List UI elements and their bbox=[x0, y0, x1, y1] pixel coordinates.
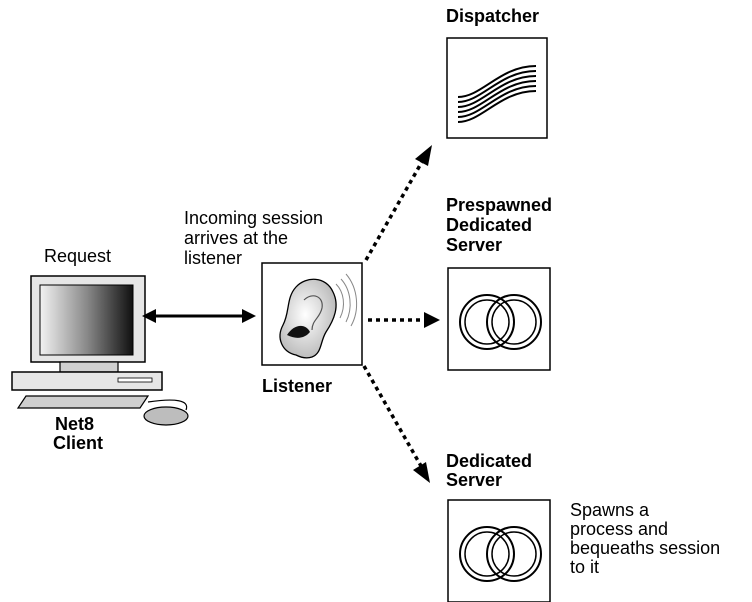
wave-lines-icon bbox=[457, 65, 537, 123]
dedicated-server-box bbox=[447, 499, 551, 602]
dedicated-label-line2: Server bbox=[446, 470, 503, 490]
arrow-to-dedicated bbox=[362, 365, 430, 483]
prespawned-label-line3: Server bbox=[446, 235, 503, 255]
incoming-note-line3: listener bbox=[184, 248, 243, 268]
prespawned-label-line2: Dedicated bbox=[446, 215, 533, 235]
dedicated-label-line1: Dedicated bbox=[446, 451, 533, 471]
prespawned-label-line1: Prespawned bbox=[446, 195, 553, 215]
listener-label: Listener bbox=[262, 376, 333, 396]
spawn-note-line4: to it bbox=[570, 557, 600, 577]
client-listener-arrow bbox=[142, 309, 256, 323]
spawn-note-line1: Spawns a bbox=[570, 500, 650, 520]
prespawned-server-box bbox=[447, 267, 551, 371]
incoming-note-line1: Incoming session bbox=[184, 208, 324, 228]
spawn-note-line3: bequeaths session bbox=[570, 538, 721, 558]
spawn-note-line2: process and bbox=[570, 519, 669, 539]
request-label: Request bbox=[44, 246, 112, 266]
client-computer-icon bbox=[11, 275, 189, 426]
ear-icon bbox=[279, 273, 358, 359]
incoming-note-line2: arrives at the bbox=[184, 228, 289, 248]
client-name-line1: Net8 bbox=[55, 414, 95, 434]
dispatcher-label: Dispatcher bbox=[446, 6, 540, 26]
interlocking-rings-icon bbox=[459, 294, 542, 350]
client-name-line2: Client bbox=[53, 433, 104, 453]
arrow-to-prespawned bbox=[368, 312, 440, 328]
arrow-to-dispatcher bbox=[364, 145, 432, 261]
interlocking-rings-icon bbox=[459, 526, 542, 582]
